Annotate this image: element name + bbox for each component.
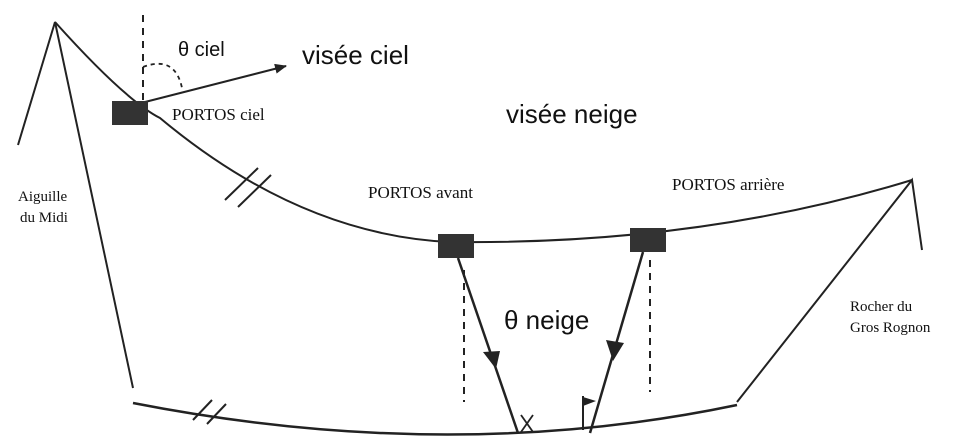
portos-arriere-label: PORTOS arrière: [672, 175, 785, 194]
portos-arriere-box: [630, 228, 666, 252]
snow-break-mark: [192, 399, 227, 425]
theta-ciel-label: θ ciel: [178, 39, 225, 61]
snow-target-cross-mark: [520, 414, 534, 433]
visee-ciel-label: visée ciel: [302, 40, 409, 70]
snow-target-flag-mark: [582, 396, 596, 430]
portos-ciel-box: [112, 101, 148, 125]
portos-ciel-label: PORTOS ciel: [172, 105, 265, 124]
visee-neige-arriere-arrowhead: [606, 340, 624, 361]
rocher-du-gros-rognon-label-line1: Rocher du: [850, 299, 913, 315]
visee-ciel-arrow: [144, 63, 287, 103]
aiguille-du-midi-label-line1: Aiguille: [18, 189, 68, 205]
visee-neige-avant-arrowhead: [483, 351, 500, 369]
theta-neige-label: θ neige: [504, 305, 590, 335]
portos-avant-box: [438, 234, 474, 258]
theta-ciel-angle-arc: [142, 62, 183, 89]
cable-break-mark: [224, 167, 272, 208]
visee-neige-label: visée neige: [506, 99, 638, 129]
portos-avant-label: PORTOS avant: [368, 183, 473, 202]
rocher-du-gros-rognon-outline: [736, 177, 923, 403]
rocher-du-gros-rognon-label-line2: Gros Rognon: [850, 320, 931, 336]
aiguille-du-midi-label-line2: du Midi: [20, 210, 68, 226]
snow-surface-line: [132, 401, 738, 436]
visee-neige-avant-line: [456, 257, 520, 434]
